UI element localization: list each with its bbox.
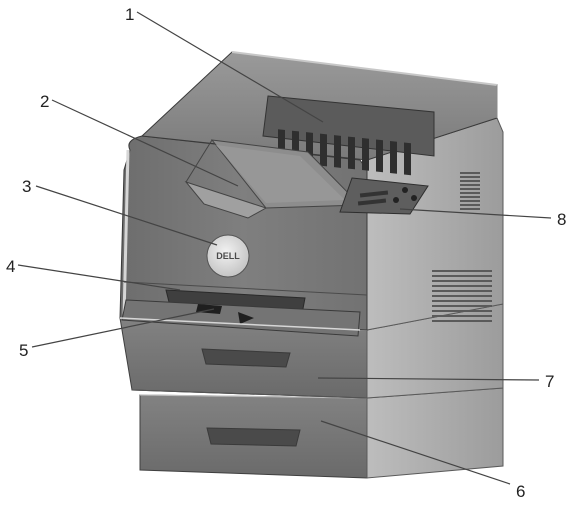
- leader-line-5: [31, 308, 215, 348]
- side-vents-upper: [460, 172, 480, 210]
- operator-panel: [339, 177, 429, 215]
- leader-line-6: [320, 420, 511, 485]
- leader-line-8: [399, 208, 552, 219]
- leader-lines: [17, 11, 552, 485]
- leader-line-1: [136, 11, 324, 123]
- leader-line-7: [317, 377, 540, 381]
- callout-4: 4: [6, 257, 15, 276]
- standard-tray-drawer: [119, 303, 504, 399]
- dell-logo-text: DELL: [216, 251, 240, 261]
- dell-logo: DELL: [206, 234, 250, 278]
- front-door-seam: [123, 281, 368, 296]
- callout-1: 1: [125, 5, 134, 24]
- callout-2: 2: [40, 92, 49, 111]
- paper-support-extension: [184, 139, 362, 219]
- side-vents-lower: [432, 270, 492, 322]
- optional-tray-drawer: [139, 387, 504, 479]
- callout-6: 6: [516, 482, 525, 501]
- callout-8: 8: [557, 210, 566, 229]
- callout-5: 5: [19, 341, 28, 360]
- leader-line-2: [51, 99, 239, 187]
- callout-7: 7: [545, 372, 554, 391]
- callout-labels: 1 2 3 4 5 6 7 8: [6, 5, 566, 501]
- manual-feeder: [119, 289, 361, 337]
- leader-line-3: [35, 185, 218, 246]
- callout-3: 3: [22, 177, 31, 196]
- output-bin: [262, 95, 435, 176]
- leader-line-4: [17, 264, 181, 291]
